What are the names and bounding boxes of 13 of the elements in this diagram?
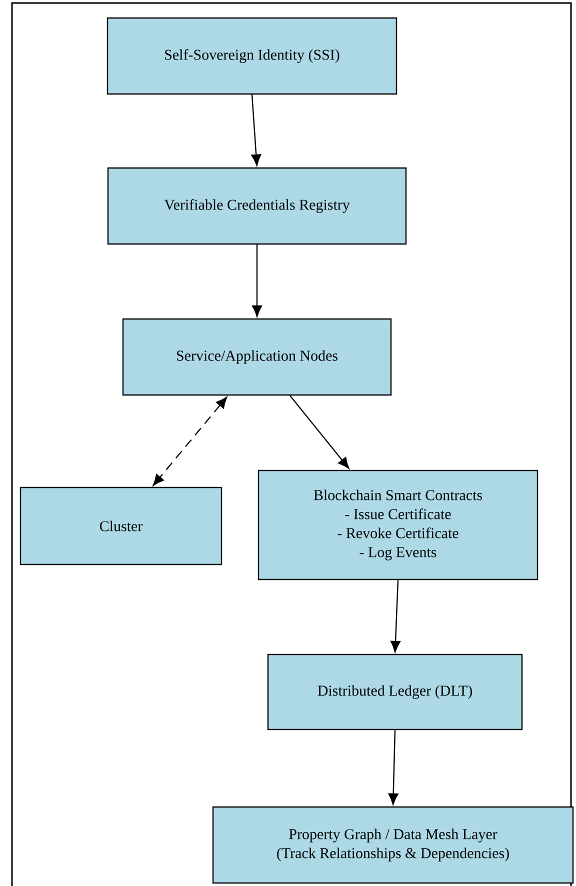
arrow [152,396,228,486]
process-box: Property Graph / Data Mesh Layer (Track Relationships & Dependencies) [212,806,574,884]
arrow [252,244,262,317]
process-box: Cluster [20,486,222,566]
arrow [388,730,398,805]
process-box: Blockchain Smart Contracts - Issue Certificate - Revoke Certificate - Log Events [258,470,538,580]
process-box: Distributed Ledger (DLT) [267,654,523,730]
process-box: Service/Application Nodes [122,318,392,396]
arrow [290,395,350,469]
process-box: Self-Sovereign Identity (SSI) [106,17,398,95]
process-box: Verifiable Credentials Registry [107,167,407,245]
arrow [390,580,400,652]
arrow [251,94,262,166]
